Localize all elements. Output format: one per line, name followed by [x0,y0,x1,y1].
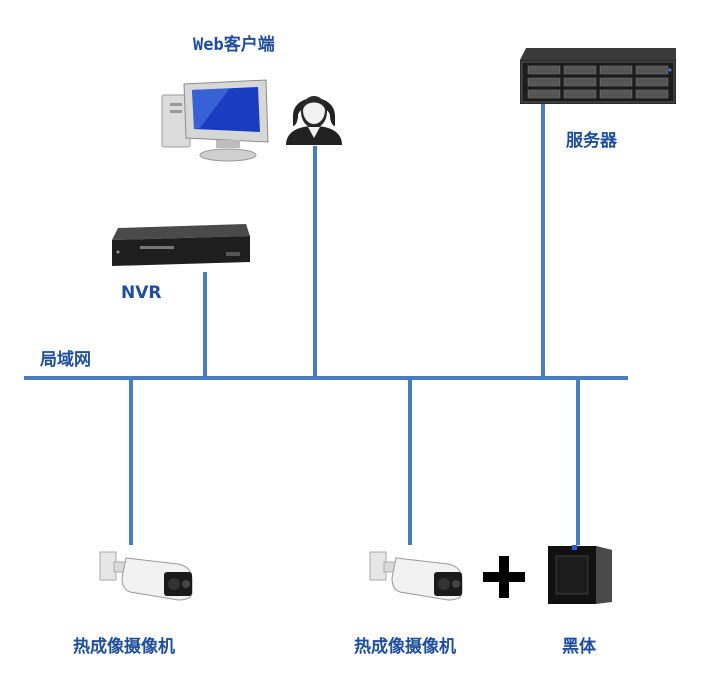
plus-icon [483,556,525,598]
nvr-label: NVR [121,283,162,303]
blackbody-label: 黑体 [562,637,596,657]
thermal-camera-icon [99,551,193,601]
desktop-computer-icon [161,79,269,162]
web-client-label: Web客户端 [193,35,275,55]
rack-server-icon [520,48,676,104]
blackbody-device-icon [548,545,612,604]
lan-label: 局域网 [40,350,91,370]
thermal-camera-icon [369,551,463,601]
network-lines [24,104,628,545]
user-avatar-icon [286,96,342,145]
server-label: 服务器 [566,131,617,151]
camera-2-label: 热成像摄像机 [354,637,456,657]
nvr-recorder-icon [112,224,250,266]
camera-1-label: 热成像摄像机 [73,637,175,657]
